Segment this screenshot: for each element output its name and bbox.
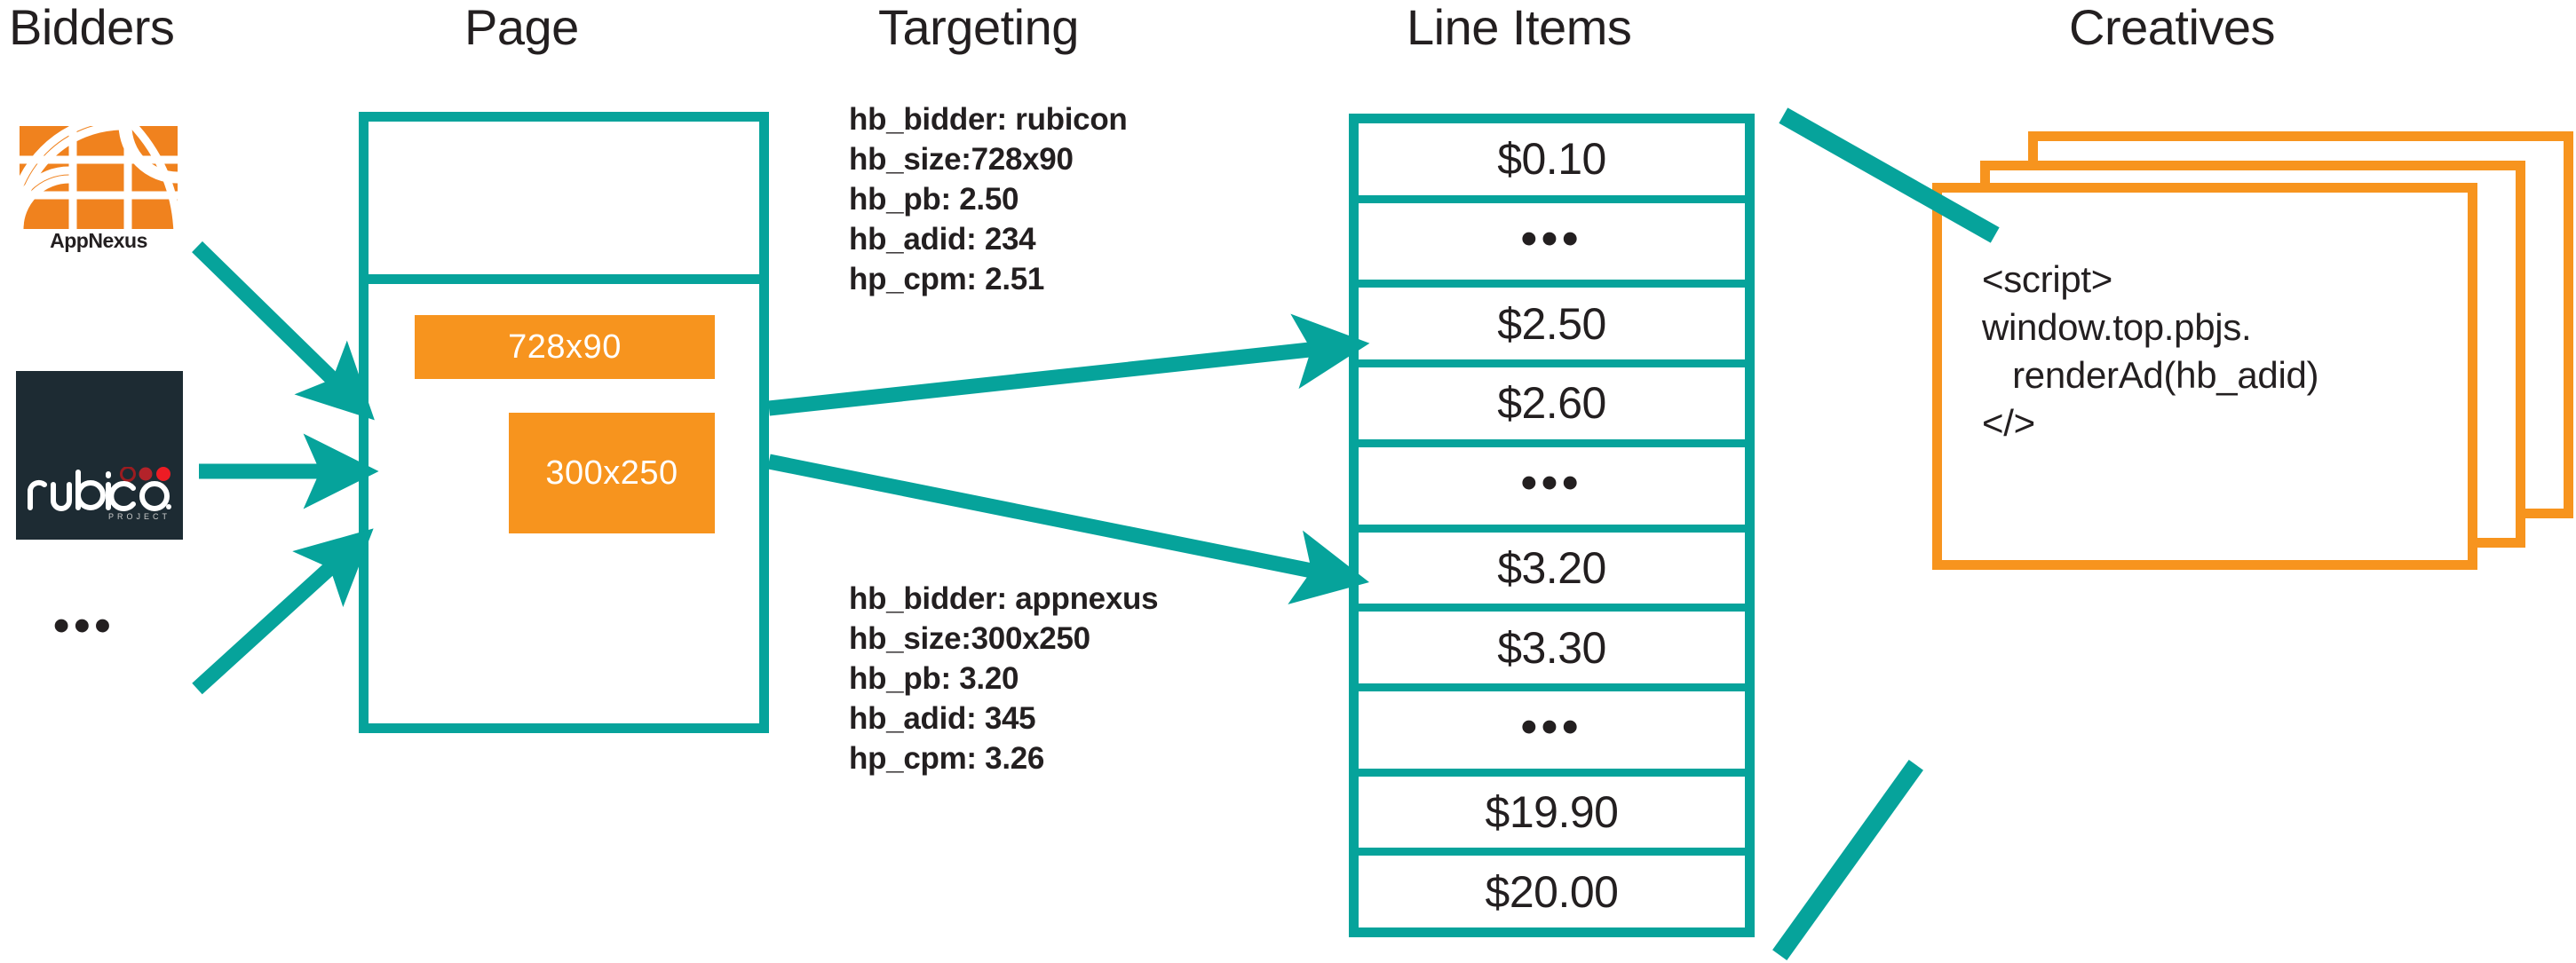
page-box: 728x90 300x250 — [359, 112, 769, 733]
line-item-row[interactable]: $0.10 — [1359, 123, 1745, 203]
bidder-appnexus: AppNexus — [20, 126, 178, 252]
line-item-row[interactable]: $2.60 — [1359, 367, 1745, 447]
line-item-row[interactable]: $2.50 — [1359, 288, 1745, 368]
bidder-rubicon-project: PROJECT — [16, 371, 183, 540]
bidders-more-ellipsis: ••• — [53, 600, 115, 651]
bidder-appnexus-label: AppNexus — [50, 229, 147, 252]
column-title-targeting: Targeting — [878, 0, 1079, 55]
page-header-divider — [369, 274, 759, 284]
line-item-row: ••• — [1359, 691, 1745, 777]
line-item-row[interactable]: $3.20 — [1359, 533, 1745, 612]
line-item-row[interactable]: $3.30 — [1359, 612, 1745, 691]
appnexus-logo-icon — [20, 126, 178, 229]
targeting-keys-rubicon: hb_bidder: rubicon hb_size:728x90 hb_pb:… — [849, 102, 1128, 296]
column-title-creatives: Creatives — [2069, 0, 2276, 55]
line-items-list: $0.10 ••• $2.50 $2.60 ••• $3.20 $3.30 ••… — [1349, 114, 1755, 937]
creative-render-code: <script> window.top.pbjs. renderAd(hb_ad… — [1982, 258, 2319, 444]
column-title-page: Page — [464, 0, 579, 55]
targeting-keys-appnexus: hb_bidder: appnexus hb_size:300x250 hb_p… — [849, 581, 1159, 776]
arrow-page-to-line-item — [767, 313, 1370, 604]
arrow-bidder-to-page — [192, 241, 379, 695]
line-item-row[interactable]: $19.90 — [1359, 777, 1745, 856]
column-title-bidders: Bidders — [9, 0, 175, 55]
rubicon-logo-icon: PROJECT — [28, 467, 171, 520]
ad-slot-728x90[interactable]: 728x90 — [415, 315, 715, 379]
line-item-row: ••• — [1359, 203, 1745, 288]
column-title-line-items: Line Items — [1407, 0, 1632, 55]
line-item-row: ••• — [1359, 447, 1745, 533]
ad-slot-300x250[interactable]: 300x250 — [509, 413, 715, 533]
line-item-row[interactable]: $20.00 — [1485, 866, 1619, 917]
svg-text:PROJECT: PROJECT — [108, 512, 170, 520]
creative-card-front[interactable] — [1932, 183, 2477, 570]
